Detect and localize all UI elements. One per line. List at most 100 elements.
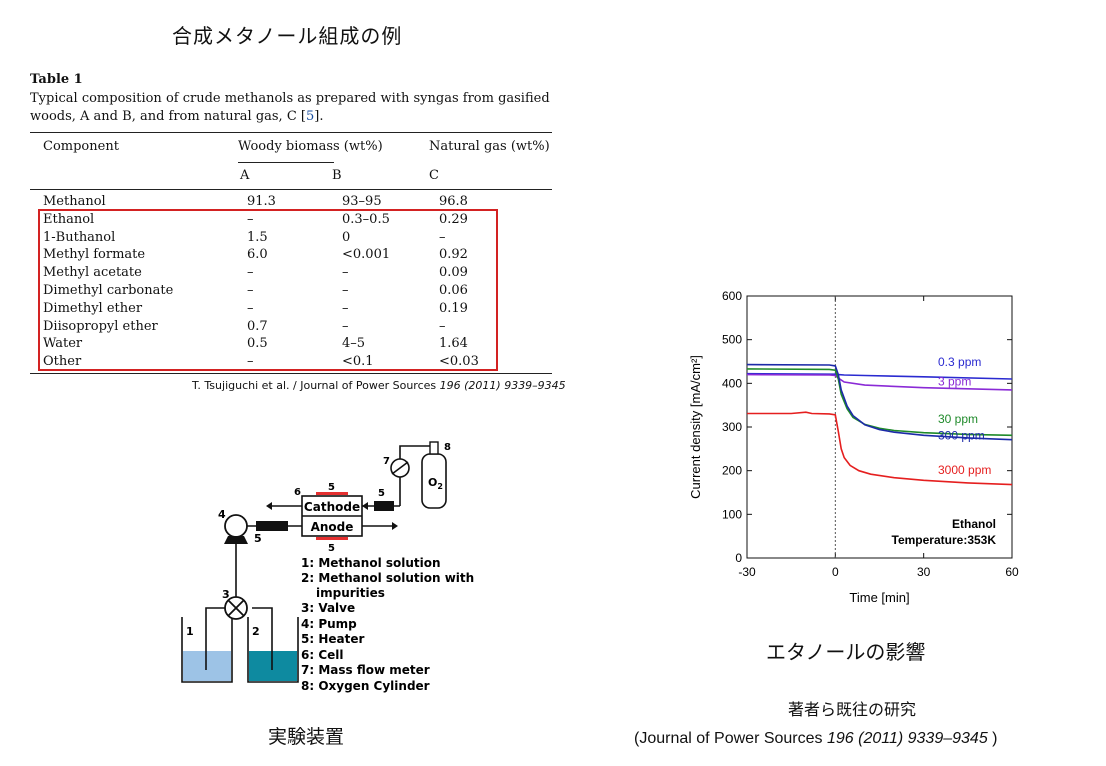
table-cell-value: – (342, 300, 349, 316)
table-caption-text: Typical composition of crude methanols a… (30, 91, 550, 124)
series-label: 0.3 ppm (938, 355, 981, 369)
anode-heater (316, 537, 348, 540)
y-tick-label: 200 (722, 464, 742, 478)
tube-beaker-2 (252, 607, 273, 670)
table-header-rule (30, 189, 552, 190)
source-line-2-prefix: (Journal of Power Sources (634, 730, 827, 747)
series-line (747, 411, 1013, 486)
table-row: Dimethyl ether––0.19 (30, 300, 552, 318)
cathode-heater (316, 492, 348, 495)
series-label: 30 ppm (938, 412, 978, 426)
table-cell-component: Water (43, 336, 83, 352)
label-num-5-a: 5 (254, 532, 262, 545)
series-label: 3 ppm (938, 375, 971, 389)
table-cell-value: 96.8 (439, 194, 468, 209)
chart-annotation-title: Ethanol (952, 517, 996, 531)
series-line (746, 372, 1013, 380)
table-cell-value: – (342, 318, 349, 334)
chart-caption: エタノールの影響 (766, 640, 926, 664)
citation-text: T. Tsujiguchi et al. / Journal of Power … (192, 379, 440, 392)
table-row: Other–<0.1<0.03 (30, 353, 552, 371)
apparatus-caption: 実験装置 (268, 726, 345, 748)
tube-beaker-1 (205, 607, 226, 670)
header-natural-gas: Natural gas (wt%) (429, 139, 550, 154)
label-num-6: 6 (294, 487, 301, 498)
header-component: Component (43, 139, 119, 154)
table-cell-value: 1.5 (247, 229, 268, 245)
mass-flow-meter-needle (391, 461, 409, 475)
table-cell-value: – (247, 265, 254, 281)
cathode-exhaust-arrow (266, 502, 272, 510)
o2-label: O2 (428, 476, 443, 491)
impurities-highlight-box (38, 209, 498, 371)
table-cell-value: 0.09 (439, 265, 468, 281)
legend-item-6: 6: Cell (301, 648, 344, 662)
y-tick-label: 100 (722, 507, 742, 521)
table-cell-value: 0.3–0.5 (342, 211, 390, 227)
table-cell-value: 6.0 (247, 247, 268, 263)
source-line-1: 著者ら既往の研究 (788, 700, 917, 719)
label-num-7: 7 (383, 456, 390, 467)
x-tick-label: 60 (1005, 565, 1019, 579)
citation-volume: 196 (2011) 9339–9345 (439, 379, 566, 392)
pump-base (224, 536, 248, 544)
table-caption: Typical composition of crude methanols a… (30, 90, 552, 126)
y-tick-label: 500 (722, 333, 742, 347)
table-cell-value: – (342, 265, 349, 281)
legend-item-7: 7: Mass flow meter (301, 663, 430, 677)
table-cell-component: Dimethyl carbonate (43, 282, 174, 298)
table-cell-value: 0.06 (439, 282, 468, 298)
y-tick-label: 300 (722, 420, 742, 434)
table-cell-value: 0.5 (247, 336, 268, 352)
table-cell-value: <0.001 (342, 247, 391, 263)
anode-exhaust-arrow (392, 522, 398, 530)
apparatus-legend: 1: Methanol solution 2: Methanol solutio… (301, 556, 474, 693)
oxygen-line (399, 445, 432, 506)
legend-item-3: 3: Valve (301, 601, 355, 615)
legend-item-8: 8: Oxygen Cylinder (301, 679, 430, 693)
series-label: 300 ppm (938, 429, 985, 443)
x-tick-label: 0 (832, 565, 839, 579)
table-caption-reference[interactable]: 5 (305, 109, 315, 124)
legend-item-2: 2: Methanol solution with (301, 571, 474, 585)
woody-group-rule (238, 162, 334, 163)
table-cell-value: – (439, 229, 446, 245)
y-tick-label: 600 (722, 289, 742, 303)
table-cell-component: Diisopropyl ether (43, 318, 158, 334)
label-num-8: 8 (444, 442, 451, 453)
label-num-4: 4 (218, 508, 226, 521)
series-line (746, 363, 1013, 441)
label-num-5-o2: 5 (378, 488, 385, 499)
table-cell-component: Methanol (43, 194, 106, 209)
page-title: 合成メタノール組成の例 (172, 24, 403, 48)
legend-item-5: 5: Heater (301, 632, 364, 646)
table-number: Table 1 (30, 72, 83, 87)
cylinder-valve (429, 441, 439, 455)
table-cell-component: Other (43, 354, 82, 370)
table-cell-value: 4–5 (342, 336, 366, 352)
beaker-2 (247, 617, 299, 683)
table-cell-component: Dimethyl ether (43, 300, 143, 316)
header-sub-c: C (429, 168, 439, 183)
table-cell-value: 0.19 (439, 300, 468, 316)
label-num-1: 1 (186, 625, 194, 638)
label-num-3: 3 (222, 588, 230, 601)
table-citation: T. Tsujiguchi et al. / Journal of Power … (192, 379, 566, 392)
table-row: Dimethyl carbonate––0.06 (30, 282, 552, 300)
header-woody-biomass: Woody biomass (wt%) (238, 139, 383, 154)
table-cell-value: <0.1 (342, 354, 374, 370)
label-num-2: 2 (252, 625, 260, 638)
table-cell-value: 93–95 (342, 194, 382, 209)
source-line-2: (Journal of Power Sources 196 (2011) 933… (634, 730, 998, 748)
y-tick-label: 400 (722, 376, 742, 390)
beaker-1-liquid (183, 651, 231, 681)
chart-y-axis-label: Current density [mA/cm²] (688, 355, 703, 499)
